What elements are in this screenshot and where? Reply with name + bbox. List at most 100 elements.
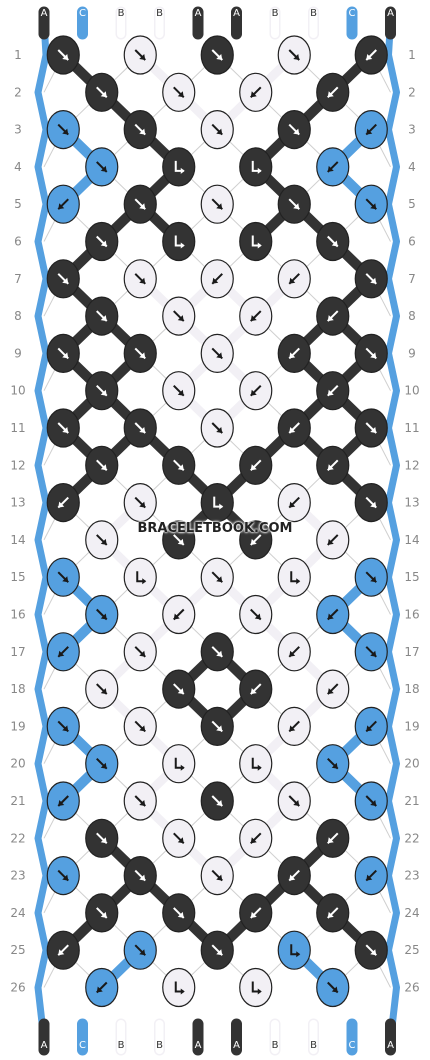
- row-number-left: 5: [14, 197, 22, 211]
- knot: [162, 967, 196, 1008]
- knot: [200, 408, 234, 448]
- knot: [123, 259, 157, 299]
- knot: [46, 408, 80, 448]
- knot: [162, 221, 196, 262]
- row-number-left: 22: [10, 831, 25, 845]
- knot: [316, 72, 350, 112]
- strand-label-top: A: [41, 8, 48, 19]
- knot: [123, 184, 157, 224]
- knot: [354, 110, 388, 150]
- knot: [239, 893, 273, 933]
- row-number-left: 23: [10, 869, 25, 883]
- knot: [354, 781, 388, 821]
- row-number-right: 11: [404, 421, 419, 435]
- knot: [354, 483, 388, 523]
- knot: [239, 72, 273, 112]
- row-number-right: 16: [404, 608, 419, 622]
- row-number-right: 1: [408, 48, 416, 62]
- knot: [200, 781, 234, 821]
- knot: [316, 147, 350, 187]
- row-number-right: 21: [404, 794, 419, 808]
- knot: [46, 483, 80, 523]
- knot: [123, 483, 157, 523]
- knot: [239, 669, 273, 709]
- row-number-right: 12: [404, 458, 419, 472]
- knot: [123, 930, 157, 970]
- row-number-left: 11: [10, 421, 25, 435]
- knot: [316, 296, 350, 336]
- strand-label-bottom: C: [79, 1040, 86, 1051]
- knot: [162, 371, 196, 411]
- knot: [162, 818, 196, 858]
- knot: [316, 520, 350, 560]
- knot: [46, 259, 80, 299]
- row-number-left: 25: [10, 943, 25, 957]
- row-number-left: 13: [10, 496, 25, 510]
- knot: [200, 483, 234, 523]
- knot: [354, 184, 388, 224]
- row-number-right: 14: [404, 533, 419, 547]
- strand-label-bottom: B: [156, 1040, 163, 1051]
- knot: [277, 333, 311, 373]
- knot: [123, 333, 157, 373]
- knot: [123, 408, 157, 448]
- row-number-right: 24: [404, 906, 419, 920]
- strand-label-bottom: A: [195, 1040, 202, 1051]
- row-number-right: 9: [408, 346, 416, 360]
- strand-label-top: A: [387, 8, 394, 19]
- row-number-left: 14: [10, 533, 25, 547]
- knot: [162, 147, 196, 187]
- knot: [354, 35, 388, 75]
- row-number-right: 3: [408, 123, 416, 137]
- row-number-right: 18: [404, 682, 419, 696]
- knot: [85, 147, 119, 187]
- row-number-right: 6: [408, 235, 416, 249]
- row-number-left: 1: [14, 48, 22, 62]
- strand-label-top: A: [195, 8, 202, 19]
- row-number-right: 26: [404, 981, 419, 995]
- knot: [162, 445, 196, 485]
- knot: [46, 35, 80, 75]
- knot: [162, 669, 196, 709]
- knot: [200, 259, 234, 299]
- knot: [123, 110, 157, 150]
- row-number-right: 8: [408, 309, 416, 323]
- strand-label-bottom: B: [118, 1040, 125, 1051]
- row-number-right: 19: [404, 719, 419, 733]
- row-number-right: 2: [408, 85, 416, 99]
- knot: [239, 594, 273, 635]
- row-number-left: 26: [10, 981, 25, 995]
- knot: [316, 818, 350, 858]
- knots-layer: [46, 35, 388, 1008]
- row-number-left: 9: [14, 346, 22, 360]
- knot: [85, 669, 119, 709]
- knot: [85, 371, 119, 411]
- knot: [354, 259, 388, 299]
- knot: [239, 520, 273, 560]
- row-number-left: 12: [10, 458, 25, 472]
- knot: [277, 855, 311, 896]
- knot: [85, 818, 119, 858]
- knot: [85, 744, 119, 784]
- knot: [239, 147, 273, 187]
- knot: [239, 296, 273, 336]
- row-number-right: 22: [404, 831, 419, 845]
- knot: [85, 594, 119, 635]
- knot: [239, 744, 273, 784]
- row-number-left: 17: [10, 645, 25, 659]
- knot: [277, 110, 311, 150]
- knot: [85, 221, 119, 262]
- knot: [200, 706, 234, 747]
- strand-label-top: C: [79, 8, 86, 19]
- knot: [316, 967, 350, 1008]
- strand-label-top: A: [233, 8, 240, 19]
- knot: [123, 632, 157, 672]
- knot: [162, 520, 196, 560]
- row-number-left: 10: [10, 384, 25, 398]
- knot: [85, 967, 119, 1008]
- knot: [200, 35, 234, 75]
- knot: [123, 706, 157, 747]
- knot: [277, 706, 311, 747]
